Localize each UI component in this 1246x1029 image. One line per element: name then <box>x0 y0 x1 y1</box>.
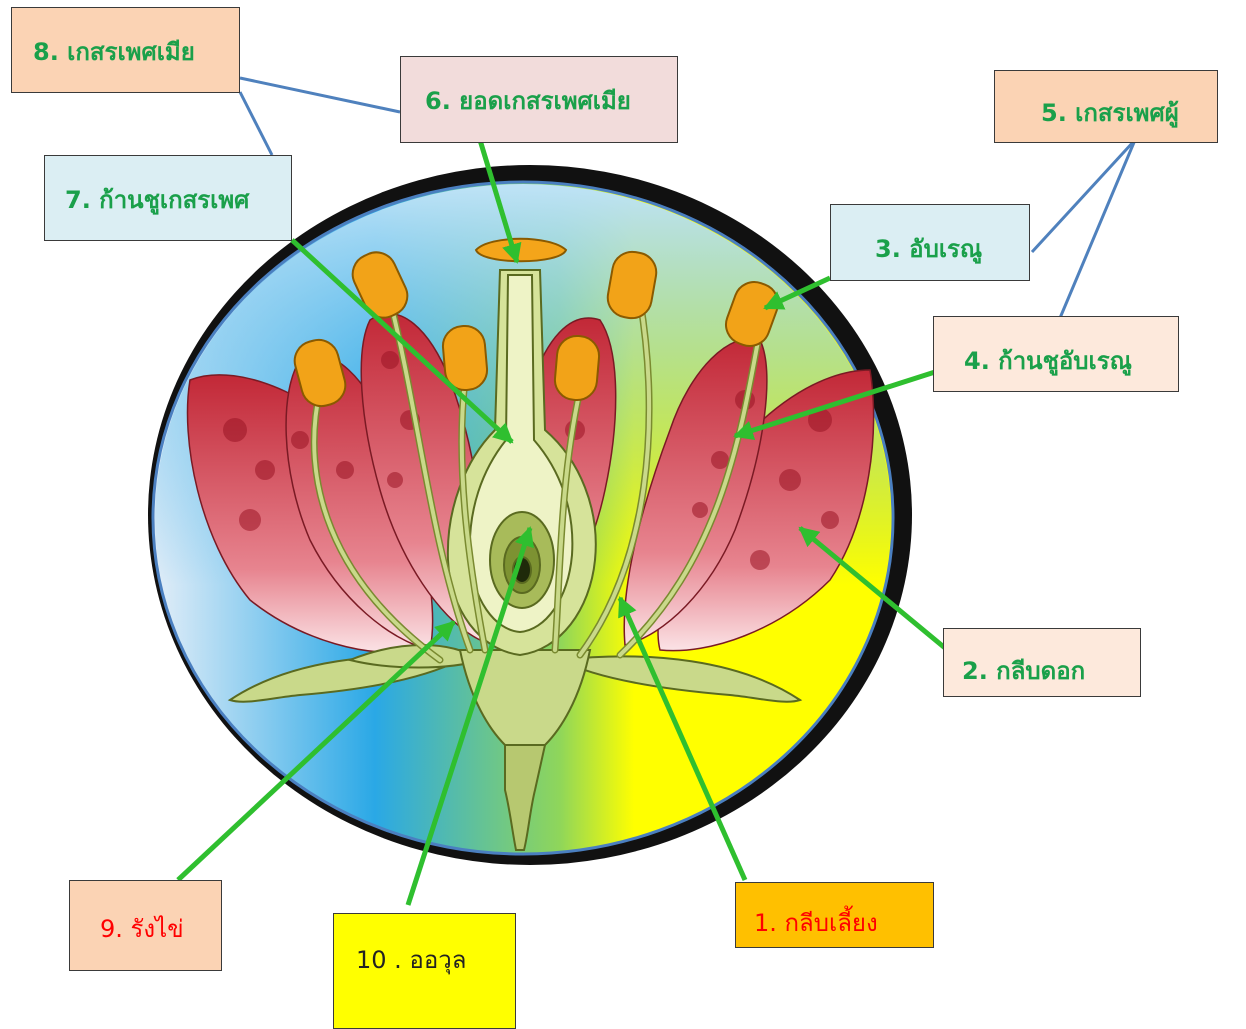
label-ovule-text: 10 . ออวุล <box>356 940 466 979</box>
label-petal-text: 2. กลีบดอก <box>962 651 1085 690</box>
label-stigma: 6. ยอดเกสรเพศเมีย <box>400 56 678 143</box>
label-stigma-text: 6. ยอดเกสรเพศเมีย <box>425 81 631 120</box>
label-ovary: 9. รังไข่ <box>69 880 222 971</box>
label-anther: 3. อับเรณู <box>830 204 1030 281</box>
label-filament-text: 4. ก้านชูอับเรณู <box>964 341 1132 380</box>
label-pistil: 8. เกสรเพศเมีย <box>11 7 240 93</box>
label-filament: 4. ก้านชูอับเรณู <box>933 316 1179 392</box>
label-stamen-text: 5. เกสรเพศผู้ <box>1041 93 1179 132</box>
label-style: 7. ก้านชูเกสรเพศ <box>44 155 292 241</box>
label-style-text: 7. ก้านชูเกสรเพศ <box>65 180 249 219</box>
label-petal: 2. กลีบดอก <box>943 628 1141 697</box>
label-sepal: 1. กลีบเลี้ยง <box>735 882 934 948</box>
label-ovary-text: 9. รังไข่ <box>100 909 184 948</box>
label-stamen: 5. เกสรเพศผู้ <box>994 70 1218 143</box>
label-sepal-text: 1. กลีบเลี้ยง <box>754 903 878 942</box>
label-pistil-text: 8. เกสรเพศเมีย <box>33 32 195 71</box>
label-ovule: 10 . ออวุล <box>333 913 516 1029</box>
label-anther-text: 3. อับเรณู <box>875 229 982 268</box>
